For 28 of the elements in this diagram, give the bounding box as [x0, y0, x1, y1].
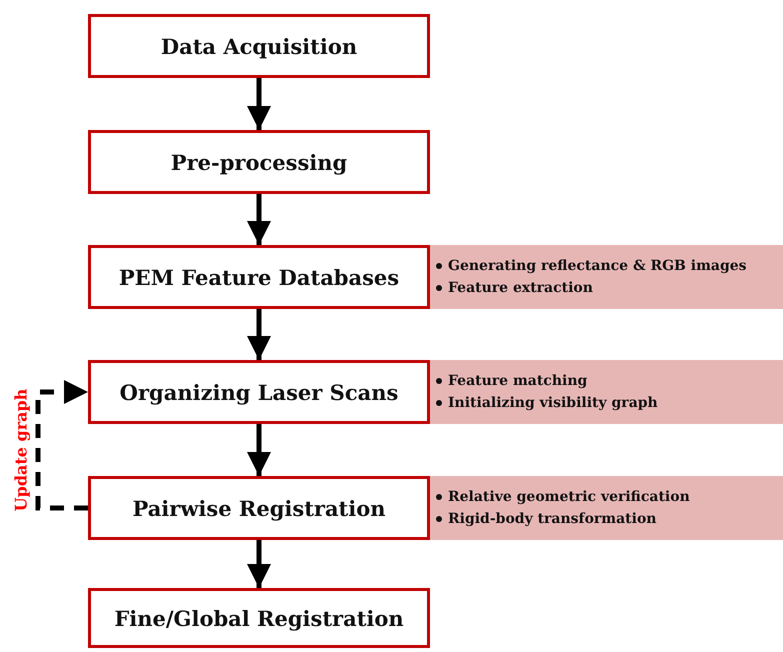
- arrow: [247, 194, 271, 245]
- arrow: [247, 424, 271, 476]
- arrow: [247, 78, 271, 130]
- step-title: Fine/Global Registration: [114, 606, 404, 630]
- arrow: [36, 380, 88, 510]
- note-panel: [430, 360, 783, 424]
- process-box: [88, 588, 430, 648]
- step-title: Pre-processing: [170, 150, 348, 174]
- step-title: Organizing Laser Scans: [120, 380, 398, 404]
- arrow: [247, 540, 271, 588]
- step-title: PEM Feature Databases: [118, 264, 400, 290]
- bullet-item: Feature extraction: [448, 280, 593, 296]
- bullet-item: Feature matching: [448, 373, 588, 389]
- bullet-item: Generating reflectance & RGB images: [448, 258, 747, 274]
- edge-label: Update graph: [12, 388, 30, 512]
- arrow: [247, 309, 271, 360]
- bullet-item: Relative geometric verification: [448, 489, 690, 505]
- process-box: [88, 14, 430, 78]
- note-panel: [430, 245, 783, 309]
- note-panel: [430, 476, 783, 540]
- process-box: [88, 476, 430, 540]
- step-title: Data Acquisition: [160, 34, 358, 58]
- bullet-item: Rigid-body transformation: [448, 511, 656, 527]
- step-title: Pairwise Registration: [132, 496, 386, 520]
- process-box: [88, 245, 430, 309]
- process-box: [88, 360, 430, 424]
- process-box: [88, 130, 430, 194]
- bullet-item: Initializing visibility graph: [448, 395, 658, 411]
